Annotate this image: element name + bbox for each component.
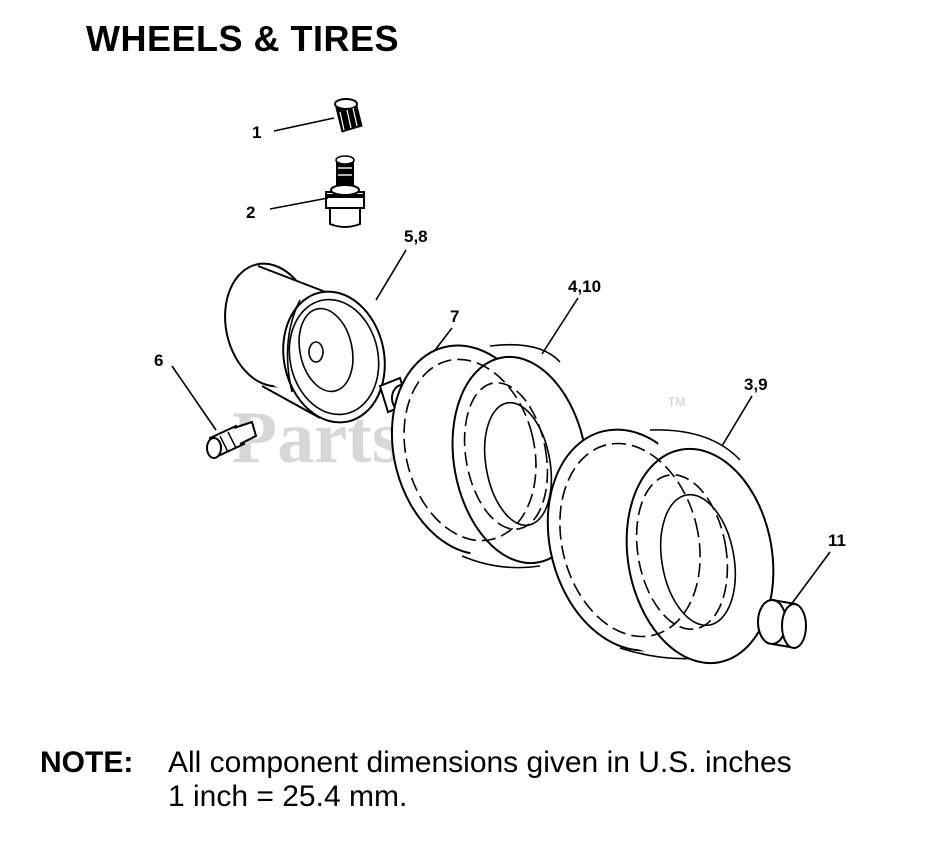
note-body: All component dimensions given in U.S. i… bbox=[168, 746, 900, 814]
note-line-1: All component dimensions given in U.S. i… bbox=[168, 746, 792, 779]
callout-7[interactable]: 7 bbox=[450, 307, 459, 326]
note-block: NOTE: All component dimensions given in … bbox=[40, 746, 900, 814]
callout-5-8[interactable]: 5,8 bbox=[404, 227, 428, 246]
note-line-2: 1 inch = 25.4 mm. bbox=[168, 780, 408, 813]
part-hub-cap[interactable] bbox=[757, 599, 807, 652]
part-tire-3-9[interactable] bbox=[525, 412, 789, 675]
note-label: NOTE: bbox=[40, 746, 134, 779]
part-tire-4-10[interactable] bbox=[371, 329, 603, 580]
leader-line-58 bbox=[375, 249, 407, 301]
part-grease-fitting[interactable] bbox=[206, 420, 258, 459]
page-title: WHEELS & TIRES bbox=[86, 18, 400, 59]
watermark-trademark: TM bbox=[668, 395, 685, 409]
leader-line-39 bbox=[721, 395, 753, 447]
leader-line-1 bbox=[273, 117, 335, 132]
callout-4-10[interactable]: 4,10 bbox=[568, 277, 601, 296]
callout-1[interactable]: 1 bbox=[252, 123, 261, 142]
leader-line-11 bbox=[789, 551, 831, 607]
leader-line-6 bbox=[171, 365, 217, 431]
part-wheel-rim[interactable] bbox=[214, 255, 397, 432]
callout-3-9[interactable]: 3,9 bbox=[744, 375, 768, 394]
leader-line-2 bbox=[269, 197, 329, 210]
callout-11[interactable]: 11 bbox=[828, 531, 846, 550]
callout-2[interactable]: 2 bbox=[246, 203, 255, 222]
part-valve-stem[interactable] bbox=[325, 155, 365, 228]
part-valve-cap[interactable] bbox=[334, 98, 363, 133]
leader-line-410 bbox=[541, 297, 579, 355]
callout-6[interactable]: 6 bbox=[154, 351, 163, 370]
